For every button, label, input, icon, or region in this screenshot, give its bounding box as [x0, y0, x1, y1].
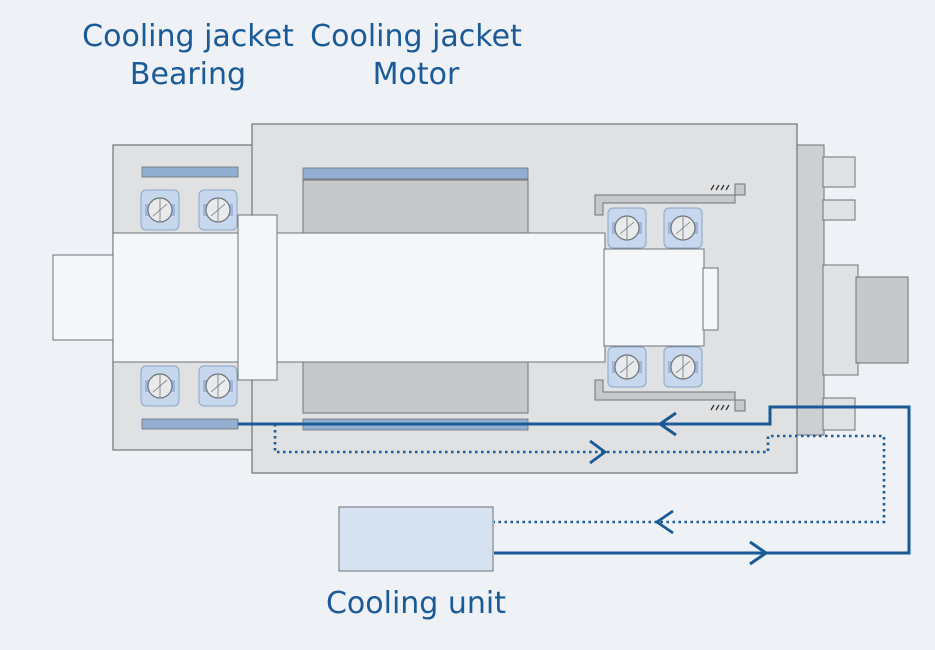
- cooling-jacket-bearing-bottom: [141, 418, 239, 430]
- bearing-icon: [198, 189, 238, 231]
- cooling-jacket-motor-top: [302, 167, 529, 180]
- flow-arrow-icon: [589, 439, 608, 465]
- label-line: Motor: [372, 57, 460, 92]
- bearing-icon: [663, 207, 703, 249]
- label-line: Bearing: [129, 57, 247, 92]
- bearing-icon: [140, 189, 180, 231]
- cooling-unit-box: [338, 506, 494, 572]
- bearing-icon: [607, 207, 647, 249]
- encoder-housing: [822, 264, 859, 376]
- stator-bottom: [302, 360, 529, 414]
- shaft-collar: [237, 214, 278, 381]
- seal-hatch: [710, 184, 730, 411]
- rear-tab: [822, 199, 856, 221]
- bearing-icon: [198, 365, 238, 407]
- flow-arrow-icon: [654, 509, 674, 535]
- encoder-block: [855, 276, 909, 364]
- rear-tab: [822, 397, 856, 431]
- stator-top: [302, 179, 529, 235]
- bearing-icon: [140, 365, 180, 407]
- rear-tab: [822, 156, 856, 188]
- label-line: Cooling jacket: [310, 19, 522, 54]
- label-cooling-jacket-bearing: Cooling jacket Bearing: [72, 18, 304, 94]
- shaft-front-stub: [52, 254, 116, 341]
- coolant-supply-line: [238, 405, 911, 555]
- shaft-rear-stub: [702, 267, 719, 331]
- bearing-icon: [607, 346, 647, 388]
- flow-arrow-icon: [749, 540, 769, 566]
- rear-flange: [796, 144, 825, 436]
- coolant-return-line: [273, 424, 886, 524]
- shaft: [112, 232, 606, 363]
- cooling-jacket-bearing-top: [141, 166, 239, 178]
- rear-bearing-bracket-top: [594, 183, 746, 216]
- label-line: Cooling jacket: [82, 19, 294, 54]
- shaft-rear-section: [603, 248, 705, 347]
- label-cooling-jacket-motor: Cooling jacket Motor: [300, 18, 532, 94]
- label-cooling-unit: Cooling unit: [325, 586, 507, 621]
- bearing-icon: [663, 346, 703, 388]
- flow-arrow-icon: [657, 411, 677, 437]
- rear-bearing-bracket-bottom: [594, 379, 746, 412]
